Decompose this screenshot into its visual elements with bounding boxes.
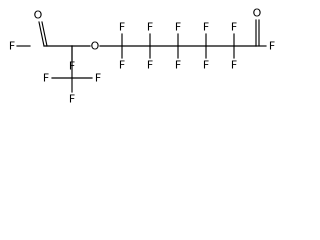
bonds	[16, 19, 267, 93]
atom-f-alpha: F	[69, 60, 75, 73]
atom-f-c5-top: F	[147, 21, 153, 34]
chemical-structure: F O F O F F F F F F F F F F F F F O F	[9, 7, 275, 106]
atom-labels: F O F O F F F F F F F F F F F F F O F	[9, 7, 275, 106]
atom-f-cf3-right: F	[95, 72, 101, 85]
atom-o-carbonyl-left: O	[34, 9, 43, 22]
atom-f-cf3-bottom: F	[69, 93, 75, 106]
atom-f-c4-top: F	[119, 21, 125, 34]
atom-f-c8-top: F	[231, 21, 237, 34]
atom-f-c4-bottom: F	[119, 59, 125, 72]
atom-f-cf3-left: F	[43, 72, 49, 85]
atom-o-ether: O	[91, 40, 100, 53]
atom-f-acyl-left: F	[9, 40, 15, 53]
atom-f-c5-bottom: F	[147, 59, 153, 72]
atom-f-acyl-right: F	[269, 40, 275, 53]
atom-f-c6-bottom: F	[175, 59, 181, 72]
atom-f-c7-top: F	[203, 21, 209, 34]
bond-c1-o-double-b	[41, 21, 48, 47]
atom-f-c8-bottom: F	[231, 59, 237, 72]
atom-o-carbonyl-right: O	[253, 7, 262, 20]
atom-f-c7-bottom: F	[203, 59, 209, 72]
bond-c1-o-double-a	[38, 21, 45, 47]
atom-f-c6-top: F	[175, 21, 181, 34]
